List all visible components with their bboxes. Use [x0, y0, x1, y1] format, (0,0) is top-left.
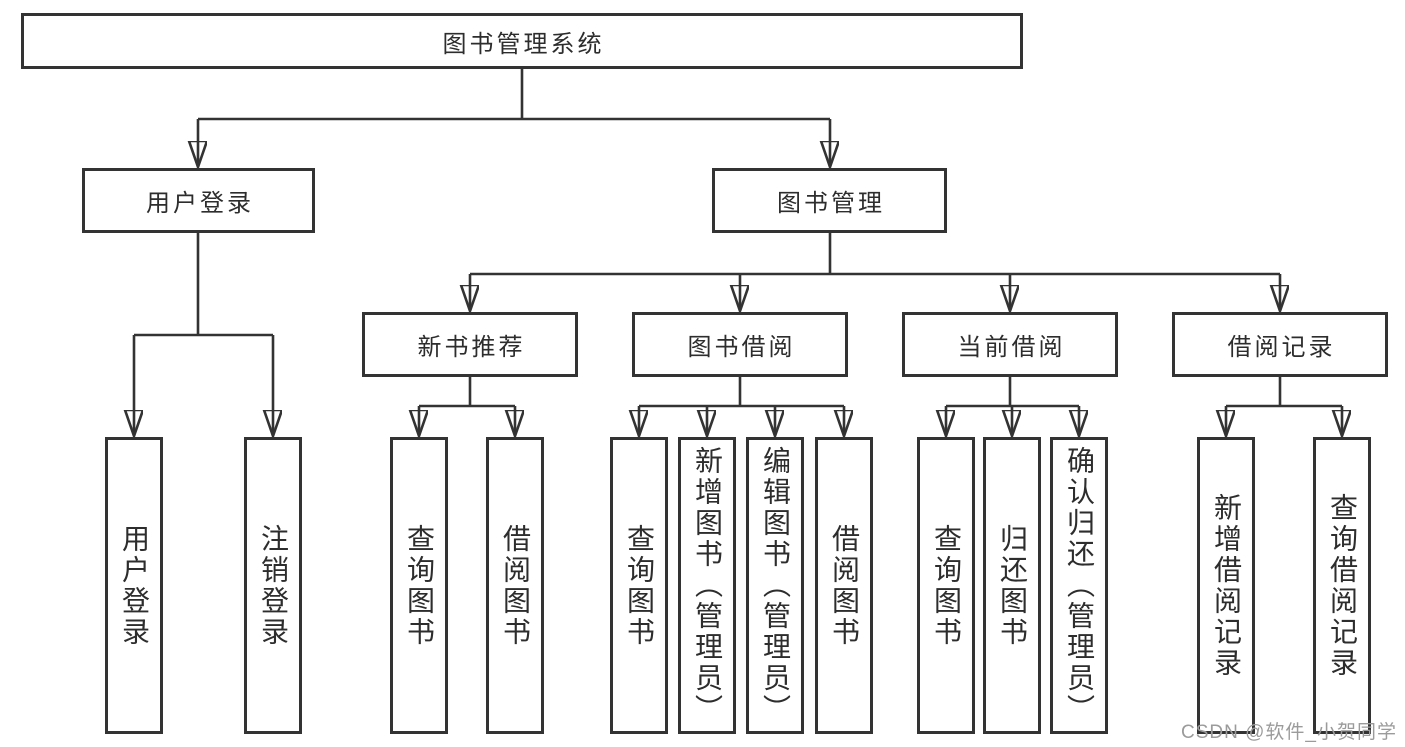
- watermark: CSDN @软件_小贺同学: [1181, 722, 1397, 743]
- node-label: 当前借阅: [957, 334, 1066, 361]
- connector-rails: [134, 69, 1342, 408]
- node-label: 新书推荐: [417, 334, 526, 361]
- node-borrowing-records: 借阅记录: [1172, 312, 1388, 377]
- leaf-confirm-return-admin: 确认归还（管理员）: [1050, 437, 1108, 734]
- leaf-add-borrow-record: 新增借阅记录: [1197, 437, 1255, 734]
- node-label: 归还图书: [997, 523, 1028, 648]
- leaf-query-borrow-record: 查询借阅记录: [1313, 437, 1371, 734]
- node-current-borrowing: 当前借阅: [902, 312, 1118, 377]
- node-label: 编辑图书（管理员）: [760, 446, 791, 725]
- leaf-edit-books-admin: 编辑图书（管理员）: [746, 437, 804, 734]
- leaf-logout-login: 注销登录: [244, 437, 302, 734]
- node-label: 查询图书: [624, 523, 655, 648]
- node-user-login: 用户登录: [82, 168, 315, 233]
- leaf-query-books-borrowing: 查询图书: [610, 437, 668, 734]
- leaf-query-books-current: 查询图书: [917, 437, 975, 734]
- node-label: 查询借阅记录: [1327, 492, 1358, 679]
- node-label: 借阅图书: [500, 523, 531, 648]
- node-label: 新增借阅记录: [1211, 492, 1242, 679]
- node-label: 用户登录: [146, 190, 254, 217]
- node-label: 确认归还（管理员）: [1064, 446, 1095, 725]
- leaf-return-books: 归还图书: [983, 437, 1041, 734]
- node-label: 查询图书: [931, 523, 962, 648]
- node-label: 图书借阅: [687, 334, 796, 361]
- leaf-query-books-recommend: 查询图书: [390, 437, 448, 734]
- node-label: 新增图书（管理员）: [692, 446, 723, 725]
- node-label: 注销登录: [258, 523, 289, 648]
- node-new-book-recommendation: 新书推荐: [362, 312, 578, 377]
- leaf-user-login: 用户登录: [105, 437, 163, 734]
- node-book-management: 图书管理: [712, 168, 947, 233]
- node-book-borrowing: 图书借阅: [632, 312, 848, 377]
- node-label: 图书管理: [777, 190, 885, 217]
- leaf-borrow-books-borrowing: 借阅图书: [815, 437, 873, 734]
- node-label: 用户登录: [119, 523, 150, 648]
- connector-arrows: [134, 119, 1342, 436]
- node-label: 图书管理系统: [442, 30, 605, 58]
- node-label: 查询图书: [404, 523, 435, 648]
- node-label: 借阅记录: [1227, 334, 1336, 361]
- node-library-management-system: 图书管理系统: [21, 13, 1023, 69]
- leaf-add-books-admin: 新增图书（管理员）: [678, 437, 736, 734]
- leaf-borrow-books-recommend: 借阅图书: [486, 437, 544, 734]
- node-label: 借阅图书: [829, 523, 860, 648]
